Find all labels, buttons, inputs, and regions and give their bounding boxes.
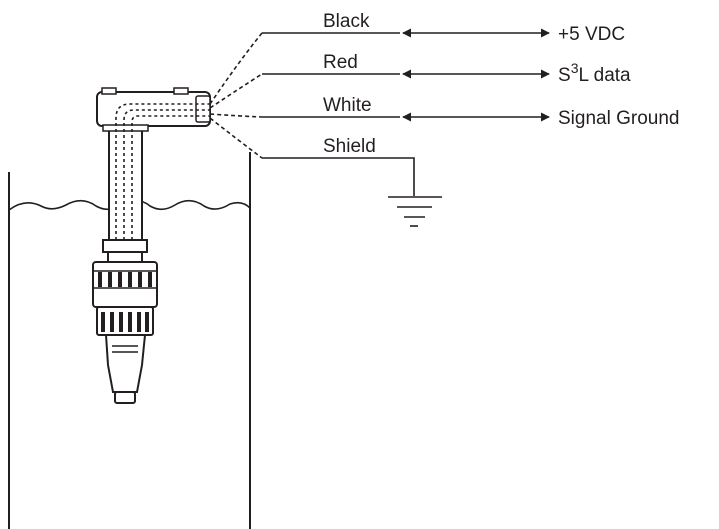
signal-red-suffix: L data bbox=[578, 65, 631, 86]
signal-red-sup: 3 bbox=[571, 60, 579, 76]
sensor-nut bbox=[92, 261, 158, 308]
sensor bbox=[92, 87, 211, 404]
signal-white: Signal Ground bbox=[558, 108, 679, 129]
sensor-pipe bbox=[108, 125, 143, 243]
signal-black: +5 VDC bbox=[558, 24, 625, 45]
cable-fanout bbox=[209, 32, 263, 159]
signal-arrows bbox=[402, 28, 550, 122]
signal-red-prefix: S bbox=[558, 65, 571, 86]
wires bbox=[262, 32, 415, 196]
label-red: Red bbox=[323, 52, 358, 73]
label-black: Black bbox=[323, 11, 370, 32]
sensor-probe bbox=[104, 334, 147, 393]
ground-symbol bbox=[388, 196, 442, 227]
label-white: White bbox=[323, 95, 372, 116]
signal-red: S3L data bbox=[558, 60, 631, 86]
sensor-elbow-connector bbox=[96, 91, 211, 127]
label-shield: Shield bbox=[323, 136, 376, 157]
wire-shield bbox=[262, 157, 415, 196]
